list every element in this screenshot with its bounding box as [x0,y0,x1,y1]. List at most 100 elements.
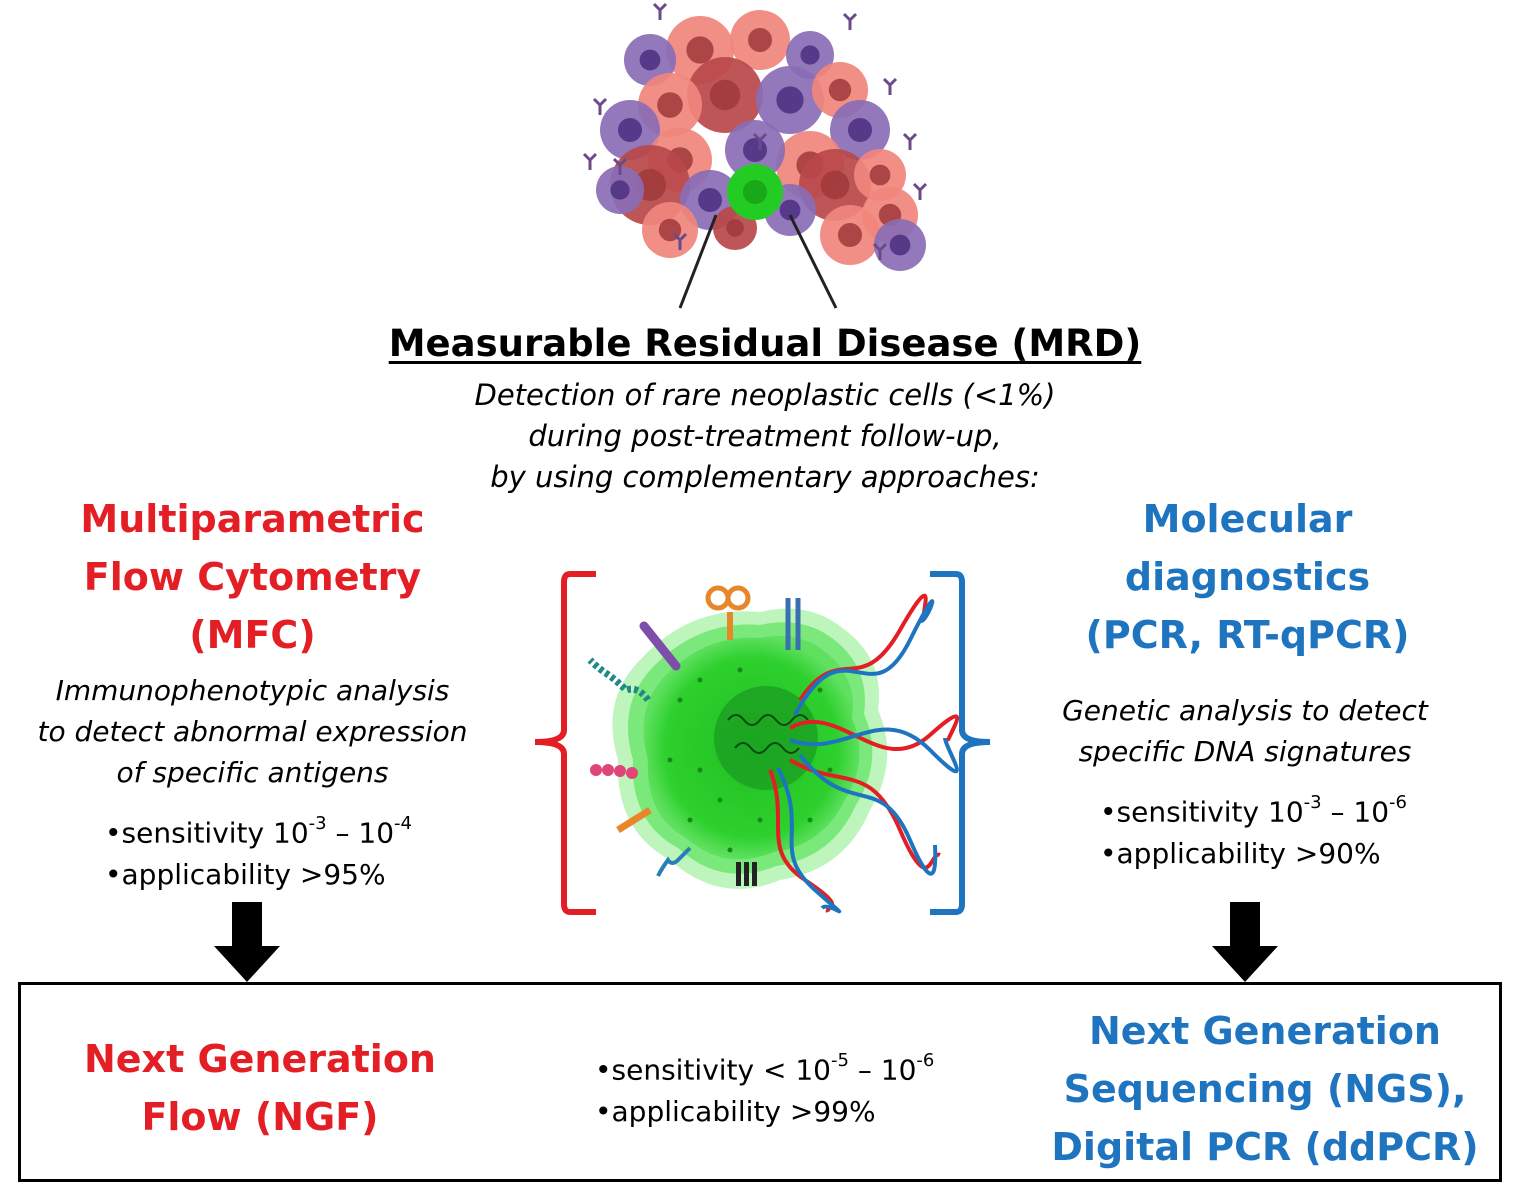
cytoplasm-dot [677,697,683,703]
next-generation-stats: •sensitivity < 10-5 – 10-6 •applicabilit… [595,1043,934,1133]
next-generation-box [18,982,1502,1182]
cytoplasm-dot [827,767,833,773]
cytoplasm-dot [667,757,673,763]
antibody-icon [652,2,668,20]
central-cell-illustration [534,571,991,915]
dna-helix-bottom [768,767,842,914]
tumor-cell-cluster-illustration [582,2,928,309]
cytoplasm-dot [687,817,693,823]
mfc-applicability: •applicability >95% [105,858,386,892]
cluster-cell-nucleus [800,45,820,65]
arrow-down-left-icon [214,902,280,982]
ngs-heading: Next Generation Sequencing (NGS), Digita… [1050,1002,1480,1176]
cluster-cell-nucleus [779,199,801,221]
cytoplasm-dot [757,817,763,823]
receptor-teal-chain [587,657,651,703]
mfc-description: Immunophenotypic analysis to detect abno… [10,670,495,793]
molecular-heading-line-3: (PCR, RT-qPCR) [1085,613,1410,657]
mfc-heading-line-3: (MFC) [189,613,316,657]
cytoplasm-dot [817,687,823,693]
molecular-heading: Molecular diagnostics (PCR, RT-qPCR) [1055,490,1440,664]
ngs-line-1: Next Generation [1088,1009,1441,1053]
cytoplasm-dot [727,847,733,853]
right-bracket [930,571,991,915]
cluster-cell-nucleus [820,170,850,200]
antibody-icon [592,97,608,115]
cluster-cell-nucleus [657,92,683,118]
cluster-cell-nucleus [686,36,714,64]
molecular-stats: •sensitivity 10-3 – 10-6 •applicability … [1100,785,1407,875]
molecular-applicability: •applicability >90% [1100,837,1381,871]
mfc-desc-line-1: Immunophenotypic analysis [55,674,450,707]
subtitle-line-2: during post-treatment follow-up, [528,419,1002,453]
cluster-cell-nucleus [828,78,852,102]
ngs-line-3: Digital PCR (ddPCR) [1051,1125,1479,1169]
dna-helix-top [793,593,935,716]
pointer-line-right [788,214,838,309]
cytoplasm-dot [737,667,743,673]
molecular-description: Genetic analysis to detect specific DNA … [1040,690,1450,772]
cluster-cell-nucleus [776,86,804,114]
next-generation-applicability: •applicability >99% [595,1095,876,1129]
subtitle-line-3: by using complementary approaches: [490,460,1040,494]
antibody-icon [912,182,928,200]
receptor-blue-spiral [656,846,692,877]
cytoplasm-dot [697,767,703,773]
ngf-line-2: Flow (NGF) [141,1095,379,1139]
cytoplasm-dot [807,817,813,823]
receptor-coil [785,598,801,650]
cluster-cell-nucleus [639,49,661,71]
cluster-cell-nucleus [709,79,741,111]
rare-cell-nucleus [743,180,767,204]
chromatin-2 [734,742,800,754]
molecular-heading-line-1: Molecular [1142,497,1353,541]
mfc-sensitivity: •sensitivity 10-3 – 10-4 [105,813,412,850]
cytoplasm-dot [697,677,703,683]
cluster-cell-nucleus [889,234,911,256]
mfc-heading-line-1: Multiparametric [80,497,425,541]
main-title: Measurable Residual Disease (MRD) [388,322,1142,365]
ngf-heading: Next Generation Flow (NGF) [60,1030,460,1146]
mfc-stats: •sensitivity 10-3 – 10-4 •applicability … [105,806,412,896]
molecular-desc-line-2: specific DNA signatures [1078,735,1412,768]
antibody-icon [582,152,598,170]
subtitle-line-1: Detection of rare neoplastic cells (<1%) [474,378,1056,412]
mfc-desc-line-2: to detect abnormal expression [37,715,468,748]
mfc-heading-line-2: Flow Cytometry [83,555,422,599]
molecular-heading-line-2: diagnostics [1124,555,1371,599]
receptor-purple-rod [639,621,681,671]
cluster-cell-nucleus [838,223,862,247]
chromatin-1 [727,714,809,726]
receptor-pink-beads [590,764,638,779]
arrow-down-right-icon [1212,902,1278,982]
cell-nucleus [714,686,818,790]
receptor-orange-key [616,807,652,833]
cytoplasm-dots [667,667,833,853]
mfc-desc-line-3: of specific antigens [116,756,389,789]
cluster-cell-nucleus [610,180,630,200]
ngs-line-2: Sequencing (NGS), [1063,1067,1467,1111]
receptor-y-shaped [705,585,751,640]
subtitle: Detection of rare neoplastic cells (<1%)… [380,375,1150,498]
cluster-cell-nucleus [848,118,872,142]
cluster-cell-nucleus [748,28,772,52]
left-bracket [534,571,596,915]
molecular-sensitivity: •sensitivity 10-3 – 10-6 [1100,792,1407,829]
next-generation-sensitivity: •sensitivity < 10-5 – 10-6 [595,1050,935,1087]
cluster-cell-nucleus [743,138,767,162]
dna-helix-lower [788,753,941,876]
mfc-heading: Multiparametric Flow Cytometry (MFC) [30,490,475,664]
antibody-icon [902,132,918,150]
antibody-icon [752,132,768,150]
cluster-cell-nucleus [618,118,642,142]
cell-cluster [582,2,928,271]
antibody-icon [872,242,888,260]
antibody-icon [842,12,858,30]
molecular-desc-line-1: Genetic analysis to detect [1062,694,1428,727]
cluster-cell-nucleus [698,188,722,212]
cluster-cell-nucleus [726,219,744,237]
antibody-icon [612,157,628,175]
dna-helix-middle [789,714,960,774]
antibody-icon [882,77,898,95]
ngf-line-1: Next Generation [83,1037,436,1081]
